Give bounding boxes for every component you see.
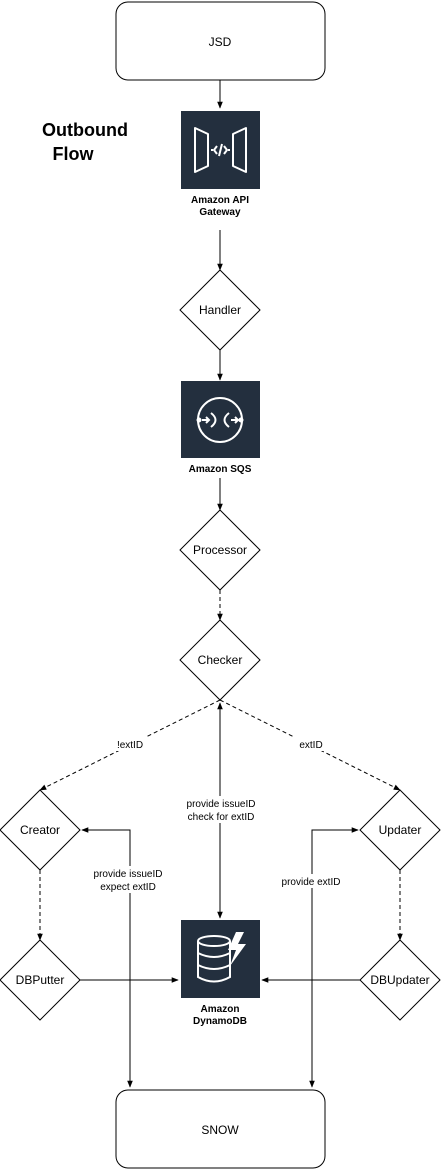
checker-diamond (179, 619, 261, 701)
edge-label-creator-snow-1: provide issueID (94, 869, 163, 880)
snow-box (115, 1089, 326, 1169)
dbupdater-diamond (359, 939, 441, 1021)
handler-label: Handler (199, 303, 241, 317)
api-gateway-icon (181, 111, 260, 189)
edge-creator-snow (81, 827, 133, 1088)
jsd-label: JSD (209, 35, 232, 49)
api-gateway-label-2: Gateway (199, 207, 241, 218)
sqs-icon (181, 381, 260, 458)
snow-label: SNOW (201, 1123, 239, 1137)
edge-label-updater-snow: provide extID (282, 877, 341, 888)
edge-label-checker-db-1: provide issueID (187, 799, 256, 810)
dynamodb-icon (181, 920, 260, 998)
dynamodb-label-1: Amazon (201, 1004, 240, 1015)
jsd-box (115, 1, 326, 81)
edge-label-checker-db-2: check for extID (188, 812, 255, 823)
checker-label: Checker (198, 653, 243, 667)
api-gateway-label-1: Amazon API (191, 195, 249, 206)
edge-label-extid: extID (299, 740, 322, 751)
dbputter-label: DBPutter (16, 973, 65, 987)
dbputter-diamond (0, 939, 81, 1021)
processor-diamond (179, 509, 261, 591)
edge-label-not-extid: !extID (117, 740, 143, 751)
creator-diamond (0, 789, 81, 871)
updater-label: Updater (379, 823, 422, 837)
diagram-title-line-2: Flow (53, 144, 95, 164)
dbupdater-label: DBUpdater (370, 973, 429, 987)
dynamodb-label-2: DynamoDB (193, 1016, 247, 1027)
edge-updater-snow (309, 827, 359, 1088)
diagram-title-line-1: Outbound (42, 120, 128, 140)
creator-label: Creator (20, 823, 60, 837)
updater-diamond (359, 789, 441, 871)
edge-label-creator-snow-2: expect extID (100, 882, 156, 893)
handler-diamond (179, 269, 261, 351)
sqs-label: Amazon SQS (189, 464, 252, 475)
processor-label: Processor (193, 543, 247, 557)
